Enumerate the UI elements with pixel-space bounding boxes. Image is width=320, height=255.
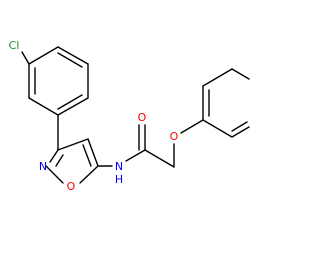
atom-labels: Cl N O N H O O	[9, 39, 179, 193]
bond-o-ph	[180, 119, 204, 134]
structure-svg: Cl N O N H O O	[9, 39, 250, 193]
bond-c4-c5-double	[82, 144, 92, 167]
bond-co-ch2	[144, 149, 175, 168]
ether-o-label: O	[170, 130, 179, 143]
bond-ring1-d2	[57, 94, 83, 110]
bond-ring2-d	[202, 119, 233, 138]
isoxazole-n-label: N	[39, 160, 47, 173]
isoxazole-o-label: O	[67, 180, 76, 193]
bonds	[21, 46, 250, 184]
molecule-diagram: Cl N O N H O O	[9, 39, 250, 193]
carbonyl-o-label: O	[138, 111, 147, 124]
bond-ring2-e	[231, 126, 250, 138]
bond-nh-co	[125, 149, 146, 162]
bond-c4-c5	[87, 138, 99, 167]
bond-ring2-d2	[231, 121, 248, 132]
bond-n-c3	[49, 149, 59, 163]
amide-h-label: H	[115, 173, 123, 186]
bond-ring1-f	[28, 46, 59, 65]
bond-c3-c4	[57, 138, 89, 151]
bond-o-n	[45, 165, 64, 184]
bond-ring1-b	[28, 97, 59, 116]
amide-n-label: N	[115, 160, 123, 173]
bond-ring1-d3	[57, 52, 83, 68]
bond-ring2-b	[202, 68, 233, 87]
chlorine-label: Cl	[9, 39, 20, 52]
bond-ring2-c	[231, 68, 250, 80]
bond-c5-o	[79, 165, 99, 184]
bond-ring1-e	[57, 46, 89, 65]
bond-n-c3-double	[55, 154, 64, 167]
bond-ring1-c	[57, 97, 89, 116]
bond-cl-c	[21, 51, 30, 65]
